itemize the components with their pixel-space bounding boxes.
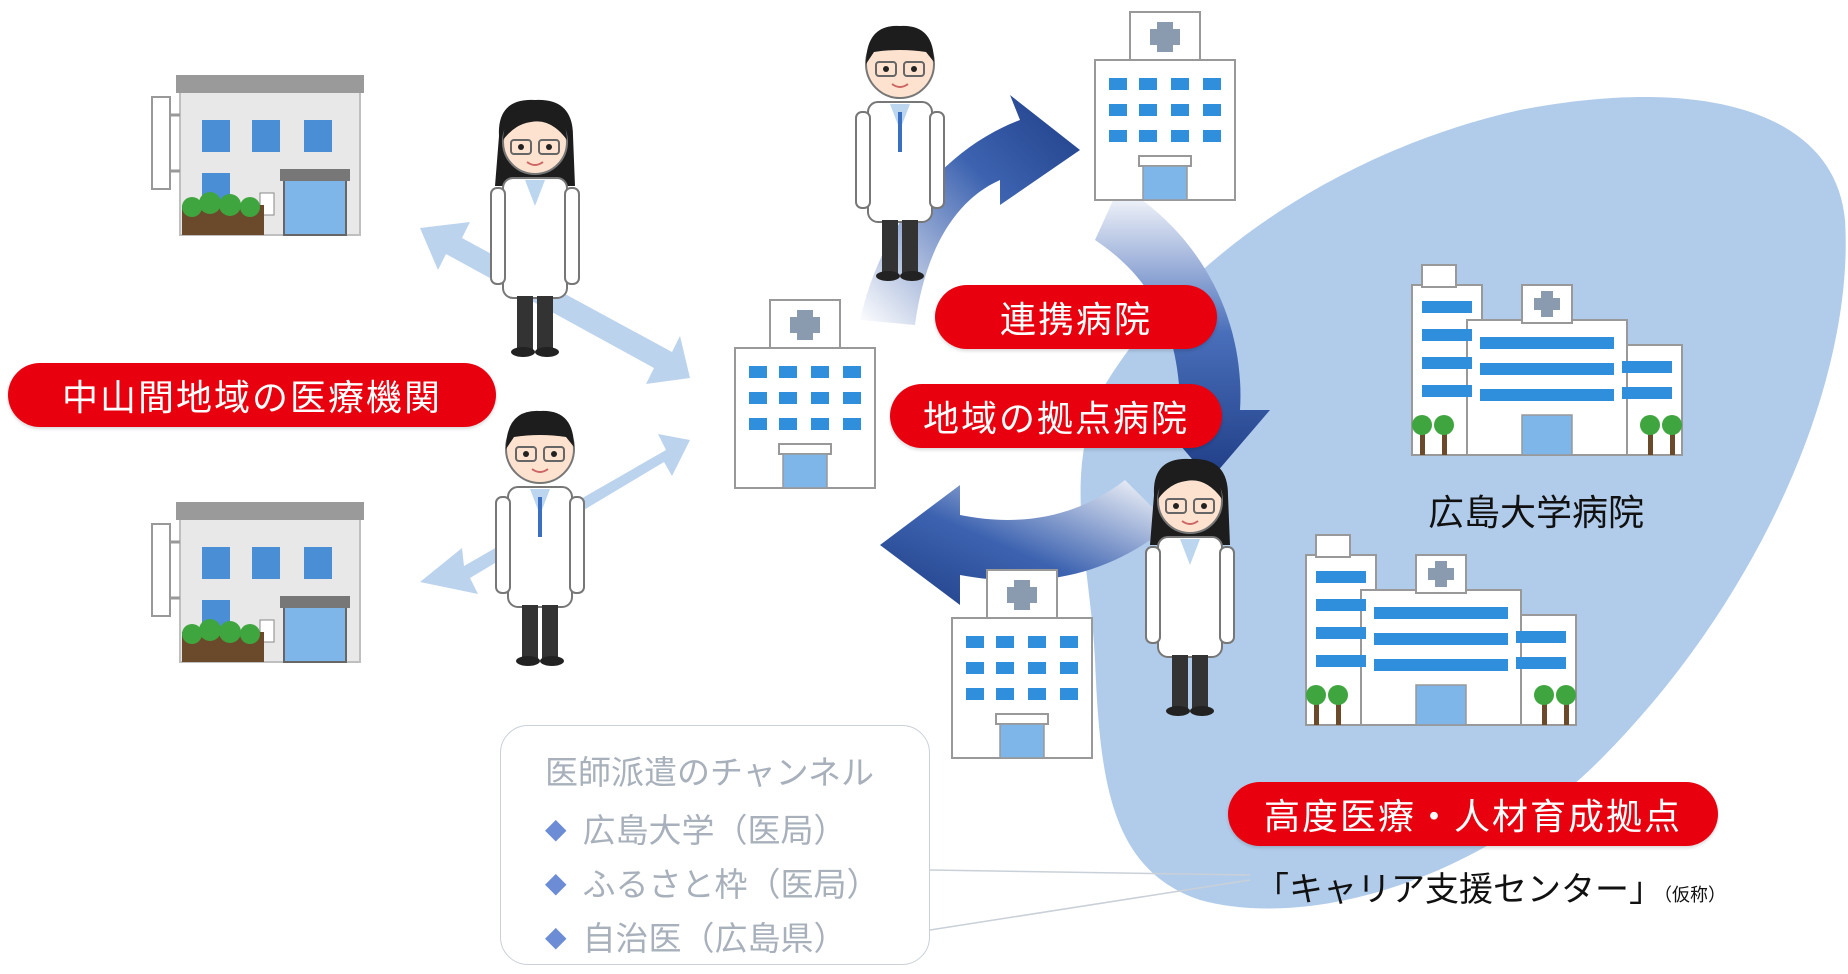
legend-title: 医師派遣のチャンネル (545, 753, 875, 792)
legend-item: ◆ 広島大学（医局） (545, 804, 929, 852)
support-area-ellipse (1080, 96, 1846, 909)
hospital-building-icon (734, 299, 876, 489)
doctor-icon (495, 409, 585, 667)
callout-line (929, 869, 1251, 876)
legend-item: ◆ 自治医（広島県） (545, 912, 929, 960)
callout-line (929, 879, 1251, 931)
legend-item-label: 自治医（広島県） (582, 919, 847, 958)
diamond-bullet-icon: ◆ (545, 919, 567, 953)
legend-item-label: ふるさと枠（医局） (582, 865, 880, 904)
clinic-building-icon (150, 73, 366, 237)
hospital-building-icon (951, 569, 1093, 759)
clinic-building-icon (150, 500, 366, 664)
advanced-label: 高度医療・人材育成拠点 (1228, 782, 1718, 846)
regional-hub-label: 地域の拠点病院 (890, 384, 1222, 448)
diamond-bullet-icon: ◆ (545, 811, 567, 845)
hospital-building-icon (1094, 11, 1236, 201)
dispatch-channel-legend: 医師派遣のチャンネル ◆ 広島大学（医局） ◆ ふるさと枠（医局） ◆ 自治医（… (500, 725, 930, 965)
career-center-label: 「キャリア支援センター」（仮称） (1255, 862, 1726, 911)
rural-label: 中山間地域の医療機関 (8, 363, 496, 427)
legend-item: ◆ ふるさと枠（医局） (545, 858, 929, 906)
double-arrow-icon (420, 222, 690, 384)
legend-item-label: 広島大学（医局） (582, 811, 847, 850)
career-center-name: 「キャリア支援センター」 (1255, 870, 1663, 910)
cycle-arrow-icon (880, 480, 1170, 605)
career-center-note: （仮称） (1663, 885, 1726, 906)
hiroshima-label: 広島大学病院 (1428, 493, 1645, 534)
partner-label: 連携病院 (935, 285, 1217, 349)
diamond-bullet-icon: ◆ (545, 865, 567, 899)
